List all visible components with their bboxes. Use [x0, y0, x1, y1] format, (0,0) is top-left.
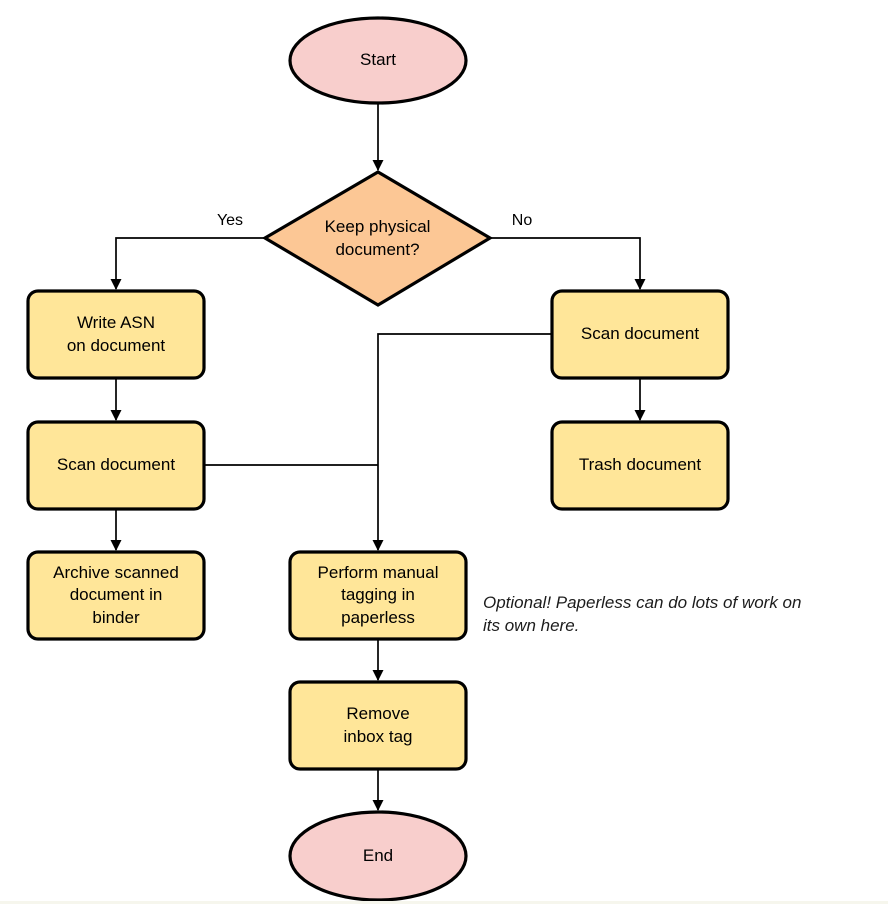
- start-terminal-shape: [288, 16, 468, 105]
- edge-decision-no-to-scan-right: [490, 237, 646, 290]
- archive-process-shape: [26, 550, 206, 641]
- trash-process-shape: [550, 420, 730, 511]
- bottom-border: [0, 901, 888, 904]
- remove-inbox-process-shape: [288, 680, 468, 771]
- edge-scan-right-to-tagging: [372, 333, 552, 551]
- edge-decision-yes-to-write-asn: [110, 237, 265, 290]
- scan-document-right-process-shape: [550, 289, 730, 380]
- write-asn-process-shape: [26, 289, 206, 380]
- end-terminal-shape: [288, 810, 468, 902]
- decision-diamond-shape: [261, 170, 494, 307]
- scan-document-left-process-shape: [26, 420, 206, 511]
- tagging-process-shape: [288, 550, 468, 641]
